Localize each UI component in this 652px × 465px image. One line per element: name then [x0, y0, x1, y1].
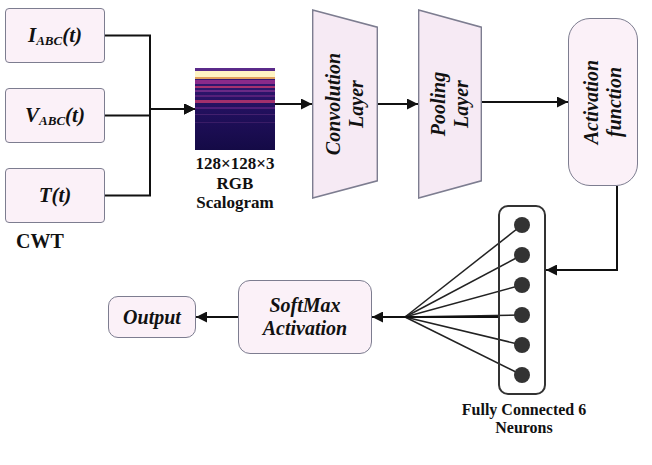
process-box: Activation function	[568, 18, 638, 186]
node-label: VABC(t)	[19, 103, 91, 127]
process-box: T(t)	[5, 168, 105, 223]
connector-arrow	[482, 101, 568, 103]
process-box: IABC(t)	[5, 8, 105, 63]
node-label: Pooling Layer	[427, 54, 473, 154]
node-label: Output	[117, 306, 187, 329]
scalogram-image	[195, 68, 275, 150]
connector-arrow	[105, 36, 195, 110]
scalogram-box: 128×128×3 RGB Scalogram	[195, 68, 275, 150]
connector-arrow	[196, 316, 238, 318]
node-caption: Fully Connected 6 Neurons	[458, 401, 590, 438]
node-label: T(t)	[33, 183, 78, 207]
connector-arrow	[105, 109, 195, 196]
node-label: SoftMax Activation	[239, 294, 371, 340]
connector-arrow	[275, 103, 312, 105]
node-label: Convolution Layer	[322, 44, 368, 164]
process-box: SoftMax Activation	[238, 280, 372, 354]
node-label: Activation function	[580, 46, 626, 158]
connector-arrow	[372, 316, 498, 318]
block-label: CWT	[16, 230, 64, 253]
process-box: Output	[108, 296, 196, 338]
fully-connected-box: Fully Connected 6 Neurons	[498, 205, 546, 395]
neuron-connections	[405, 225, 522, 375]
layer-trapezoid: Convolution Layer	[312, 8, 378, 200]
process-box: VABC(t)	[5, 88, 105, 143]
neuron-circles	[514, 217, 530, 383]
connector-arrow	[546, 186, 617, 270]
layer-trapezoid: Pooling Layer	[418, 8, 482, 200]
node-label: IABC(t)	[22, 23, 88, 47]
connector-arrow	[378, 103, 418, 105]
node-caption: 128×128×3 RGB Scalogram	[185, 154, 285, 213]
